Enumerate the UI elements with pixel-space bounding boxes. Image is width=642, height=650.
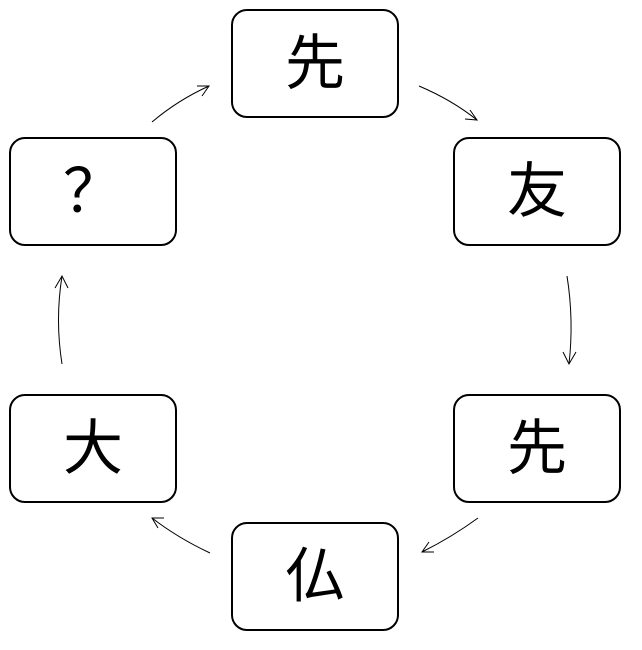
node-left-lower-label: 大 xyxy=(63,413,123,484)
arrow-bottom-to-left-lower xyxy=(151,517,211,554)
node-top: 先 xyxy=(231,9,399,118)
arrow-left-lower-to-left-upper-head xyxy=(54,274,69,289)
arrow-left-upper-to-top xyxy=(151,85,210,123)
node-top-label: 先 xyxy=(285,28,345,99)
arrow-right-lower-to-bottom xyxy=(421,517,479,553)
arrow-right-upper-to-right-lower xyxy=(566,275,572,365)
node-right-lower-label: 先 xyxy=(507,413,567,484)
node-left-lower: 大 xyxy=(9,394,177,503)
node-right-upper: 友 xyxy=(453,137,621,246)
node-left-upper: ？ xyxy=(9,137,177,246)
arrow-bottom-to-left-lower-head xyxy=(151,517,164,529)
node-bottom: 仏 xyxy=(231,522,399,631)
arrow-top-to-right-upper-head xyxy=(464,109,479,121)
node-bottom-label: 仏 xyxy=(285,541,345,612)
arrow-top-to-right-upper xyxy=(418,85,478,121)
arrow-left-upper-to-top-head xyxy=(197,85,210,97)
arrow-right-lower-to-bottom-head xyxy=(421,541,434,553)
node-right-lower: 先 xyxy=(453,394,621,503)
arrow-right-upper-to-right-lower-head xyxy=(562,351,577,366)
node-left-upper-label: ？ xyxy=(63,156,123,227)
node-right-upper-label: 友 xyxy=(507,156,567,227)
arrow-left-lower-to-left-upper xyxy=(58,275,63,365)
